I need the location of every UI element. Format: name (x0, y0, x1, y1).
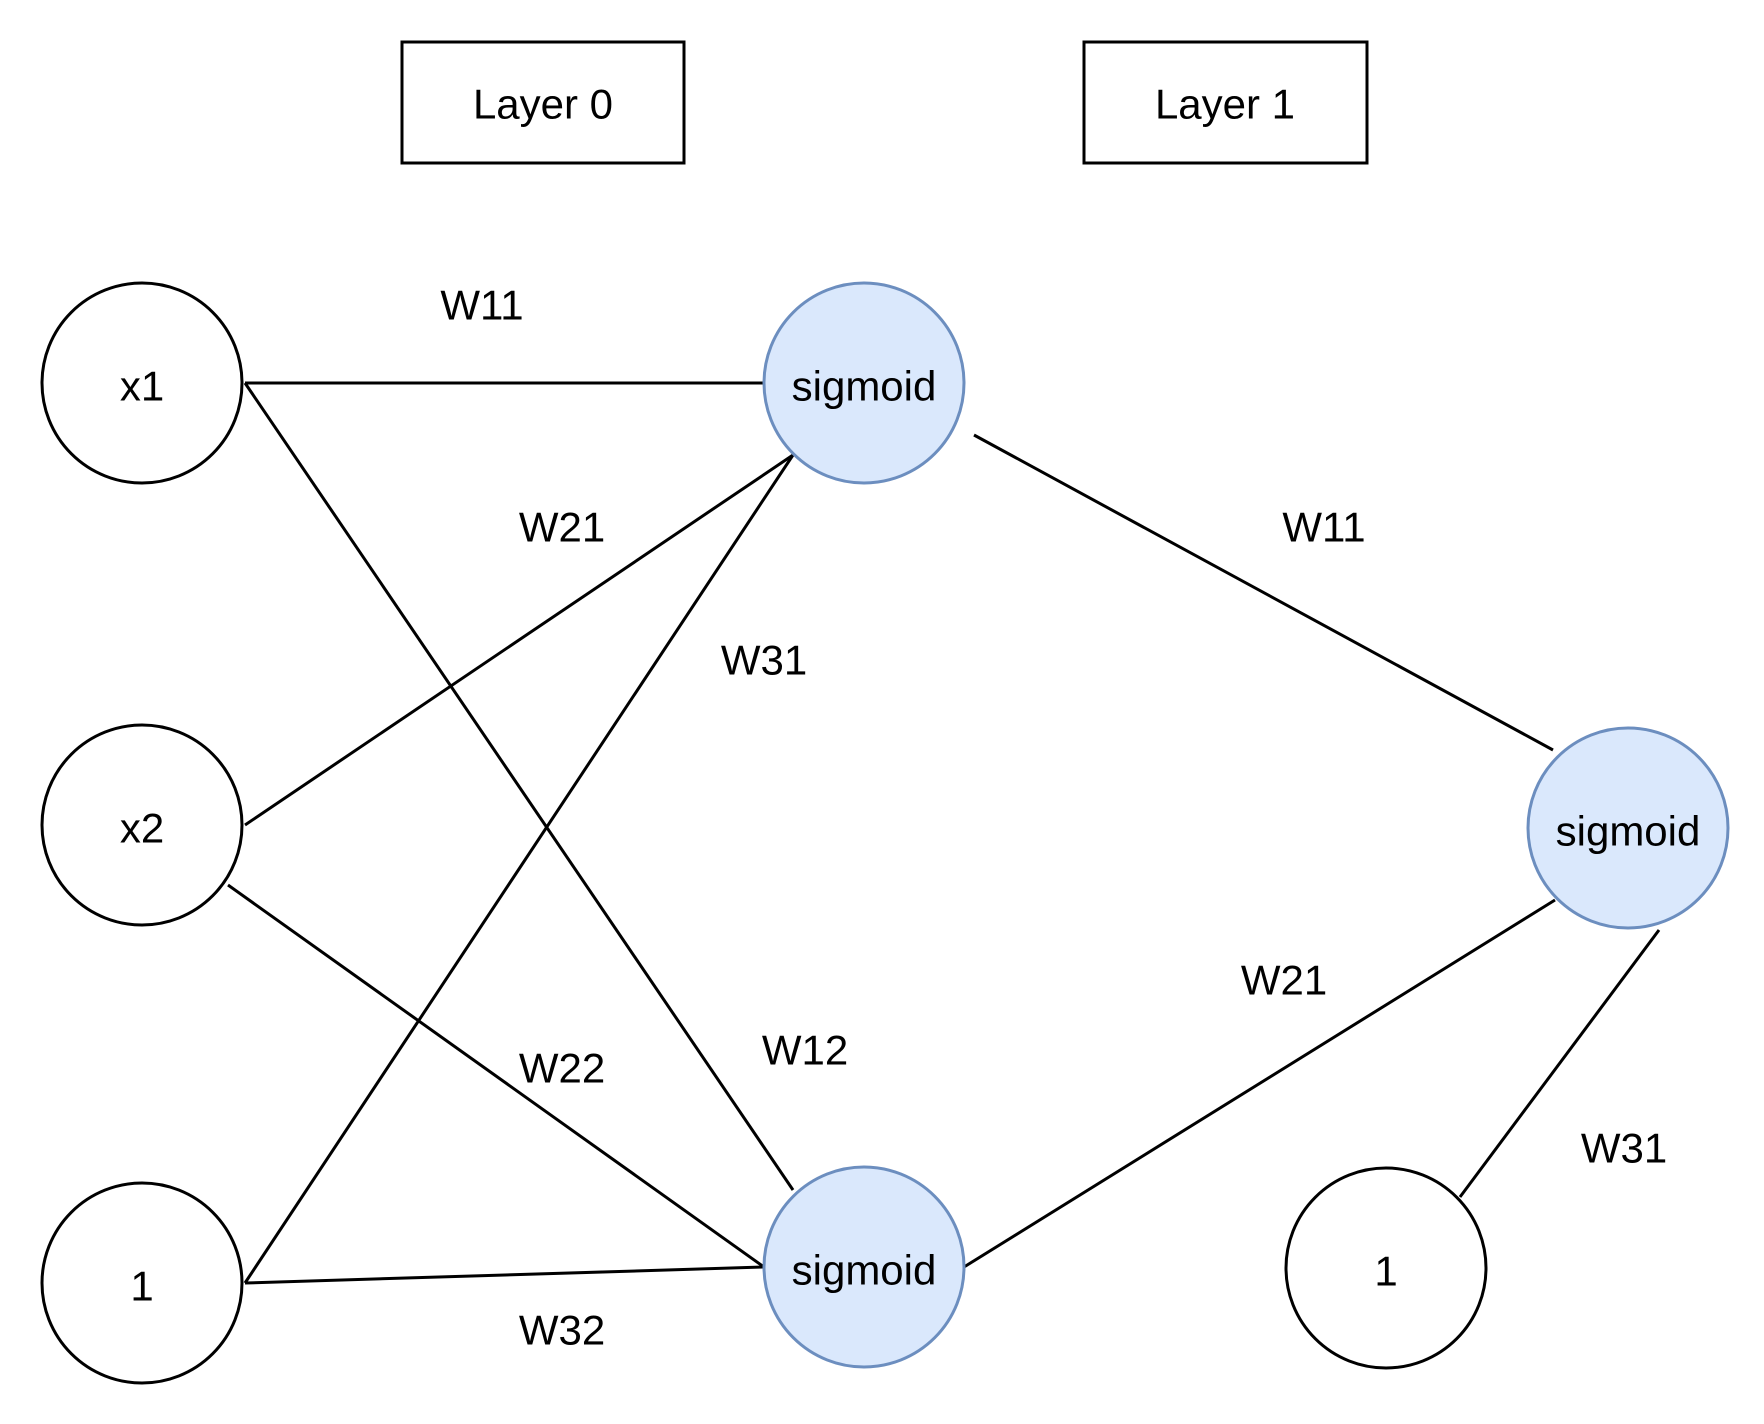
edge-h2-out (963, 898, 1556, 1269)
edge-b0-h2 (244, 1265, 765, 1285)
node-bias0: 1 (40, 1181, 244, 1385)
node-x1: x1 (40, 281, 244, 485)
node-bias1: 1 (1284, 1166, 1488, 1370)
weight-label-x1-h2: W12 (762, 1027, 848, 1074)
weight-label-h1-out: W11 (1282, 504, 1365, 551)
layer-box-0: Layer 0 (400, 40, 686, 165)
weight-label-h2-out: W21 (1241, 957, 1327, 1004)
node-x2: x2 (40, 723, 244, 927)
weight-label-b1-out: W31 (1581, 1125, 1667, 1172)
edge-x1-h2 (243, 382, 795, 1191)
edge-x2-h1 (244, 453, 794, 827)
node-label-bias1: 1 (1374, 1248, 1397, 1295)
node-out: sigmoid (1526, 726, 1730, 930)
weight-label-x1-h1: W11 (440, 282, 523, 329)
layer-box-1: Layer 1 (1082, 40, 1369, 165)
node-label-h1: sigmoid (792, 363, 937, 410)
node-h2: sigmoid (762, 1165, 966, 1369)
node-label-out: sigmoid (1556, 808, 1701, 855)
node-label-bias0: 1 (130, 1263, 153, 1310)
weight-label-x2-h1: W21 (519, 504, 605, 551)
edge-x2-h2 (227, 883, 765, 1269)
edge-b1-out (1458, 929, 1661, 1198)
layer-label-0: Layer 0 (473, 81, 613, 128)
weight-label-x2-h2: W22 (519, 1045, 605, 1092)
weight-label-b0-h2: W32 (519, 1307, 605, 1354)
layer-label-1: Layer 1 (1155, 81, 1295, 128)
edges (227, 381, 1661, 1285)
node-label-h2: sigmoid (792, 1247, 937, 1294)
weight-label-b0-h1: W31 (721, 637, 807, 684)
node-label-x1: x1 (120, 363, 164, 410)
edge-h1-out (973, 433, 1554, 752)
weight-labels: W11 W21 W31 W12 W22 W32 W11 W21 W31 (440, 282, 1667, 1354)
edge-b0-h1 (243, 454, 795, 1284)
node-label-x2: x2 (120, 805, 164, 852)
node-h1: sigmoid (762, 281, 966, 485)
